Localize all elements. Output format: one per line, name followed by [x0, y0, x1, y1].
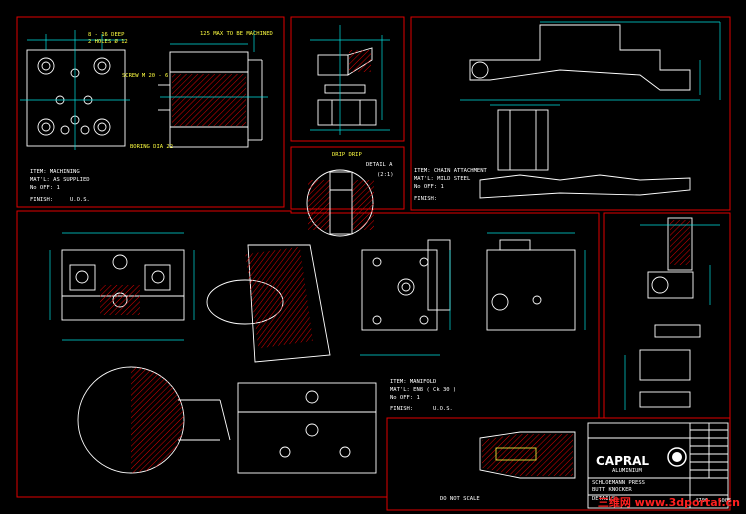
machining-dim-label-2: 2 HOLES Ø 12 [88, 38, 128, 45]
machining-plate-outline [26, 49, 126, 147]
manifold-no-off: No OFF: 1 [390, 395, 420, 401]
panel-top-middle [310, 25, 390, 135]
machining-dim-label-4: 125 MAX TO BE MACHINED [200, 31, 273, 37]
title-block-revision-grid [690, 423, 728, 478]
panel-detail-a: DETAIL A (2:1) DRIP DRIP [306, 152, 394, 237]
company-logo-text: CAPRAL [596, 454, 649, 468]
manifold-mat-line: MAT'L: EN8 ( Ck 30 ) [390, 387, 456, 393]
panel-right-side [624, 217, 720, 410]
panel-machining: ITEM: MACHINING MAT'L: AS SUPPLIED No OF… [20, 30, 273, 203]
panel-title-block: CAPRAL ALUMINIUM SCHLOEMANN PRESS BUTT K… [440, 422, 731, 509]
machining-dim-label-1: 8 - 16 DEEP [88, 32, 125, 38]
machining-dim-label-5: BORING DIA 22 [130, 144, 173, 150]
watermark-text: 三维网 www.3dportal.cn [597, 496, 740, 509]
drawing-number: 4700 - G005 [695, 498, 731, 504]
manifold-item-line: ITEM: MANIFOLD [390, 379, 436, 385]
panel-manifold-border [16, 210, 600, 498]
project-line-2: BUTT KNOCKER [592, 487, 632, 493]
panel-title-block-border [386, 417, 731, 511]
manifold-finish-note: U.O.S. [433, 406, 453, 412]
machining-mat-line: MAT'L: AS SUPPLIED [30, 177, 90, 183]
title-block-part-sketch [479, 431, 576, 479]
panel-borders [16, 16, 731, 511]
detail-a-label: DRIP DRIP [332, 152, 362, 158]
panel-manifold: ITEM: MANIFOLD MAT'L: EN8 ( Ck 30 ) No O… [49, 232, 586, 474]
machining-item-line: ITEM: MACHINING [30, 169, 80, 175]
detail-a-title: DETAIL A [366, 162, 393, 168]
top-middle-hatch [349, 50, 371, 72]
panel-chain-attachment: ITEM: CHAIN ATTACHMENT MAT'L: MILD STEEL… [414, 21, 721, 202]
machining-dim-label-3: SCREW M 20 - 6 [122, 73, 168, 79]
detail-a-scale: (2:1) [377, 172, 394, 178]
panel-right-side-border [603, 212, 731, 419]
machining-finish: FINISH: [30, 197, 53, 203]
chain-attachment-no-off: No OFF: 1 [414, 184, 444, 190]
machining-no-off: No OFF: 1 [30, 185, 60, 191]
panel-top-middle-border [290, 16, 405, 142]
panel-machining-border [16, 16, 285, 208]
company-logo-icon [667, 447, 687, 467]
do-not-scale-note: DO NOT SCALE [440, 496, 480, 502]
company-sub-text: ALUMINIUM [612, 468, 642, 474]
manifold-finish: FINISH: [390, 406, 413, 412]
project-line-3: DETAILS [592, 496, 615, 502]
machining-hatch [172, 74, 246, 126]
machining-side-view [169, 51, 249, 148]
chain-attachment-mat-line: MAT'L: MILD STEEL [414, 176, 471, 182]
machining-finish-note: U.O.S. [70, 197, 90, 203]
panel-detail-a-border [290, 146, 405, 210]
chain-attachment-finish: FINISH: [414, 196, 437, 202]
panel-chain-attachment-border [410, 16, 731, 211]
project-line-1: SCHLOEMANN PRESS [592, 480, 645, 486]
chain-attachment-item-line: ITEM: CHAIN ATTACHMENT [414, 168, 488, 174]
